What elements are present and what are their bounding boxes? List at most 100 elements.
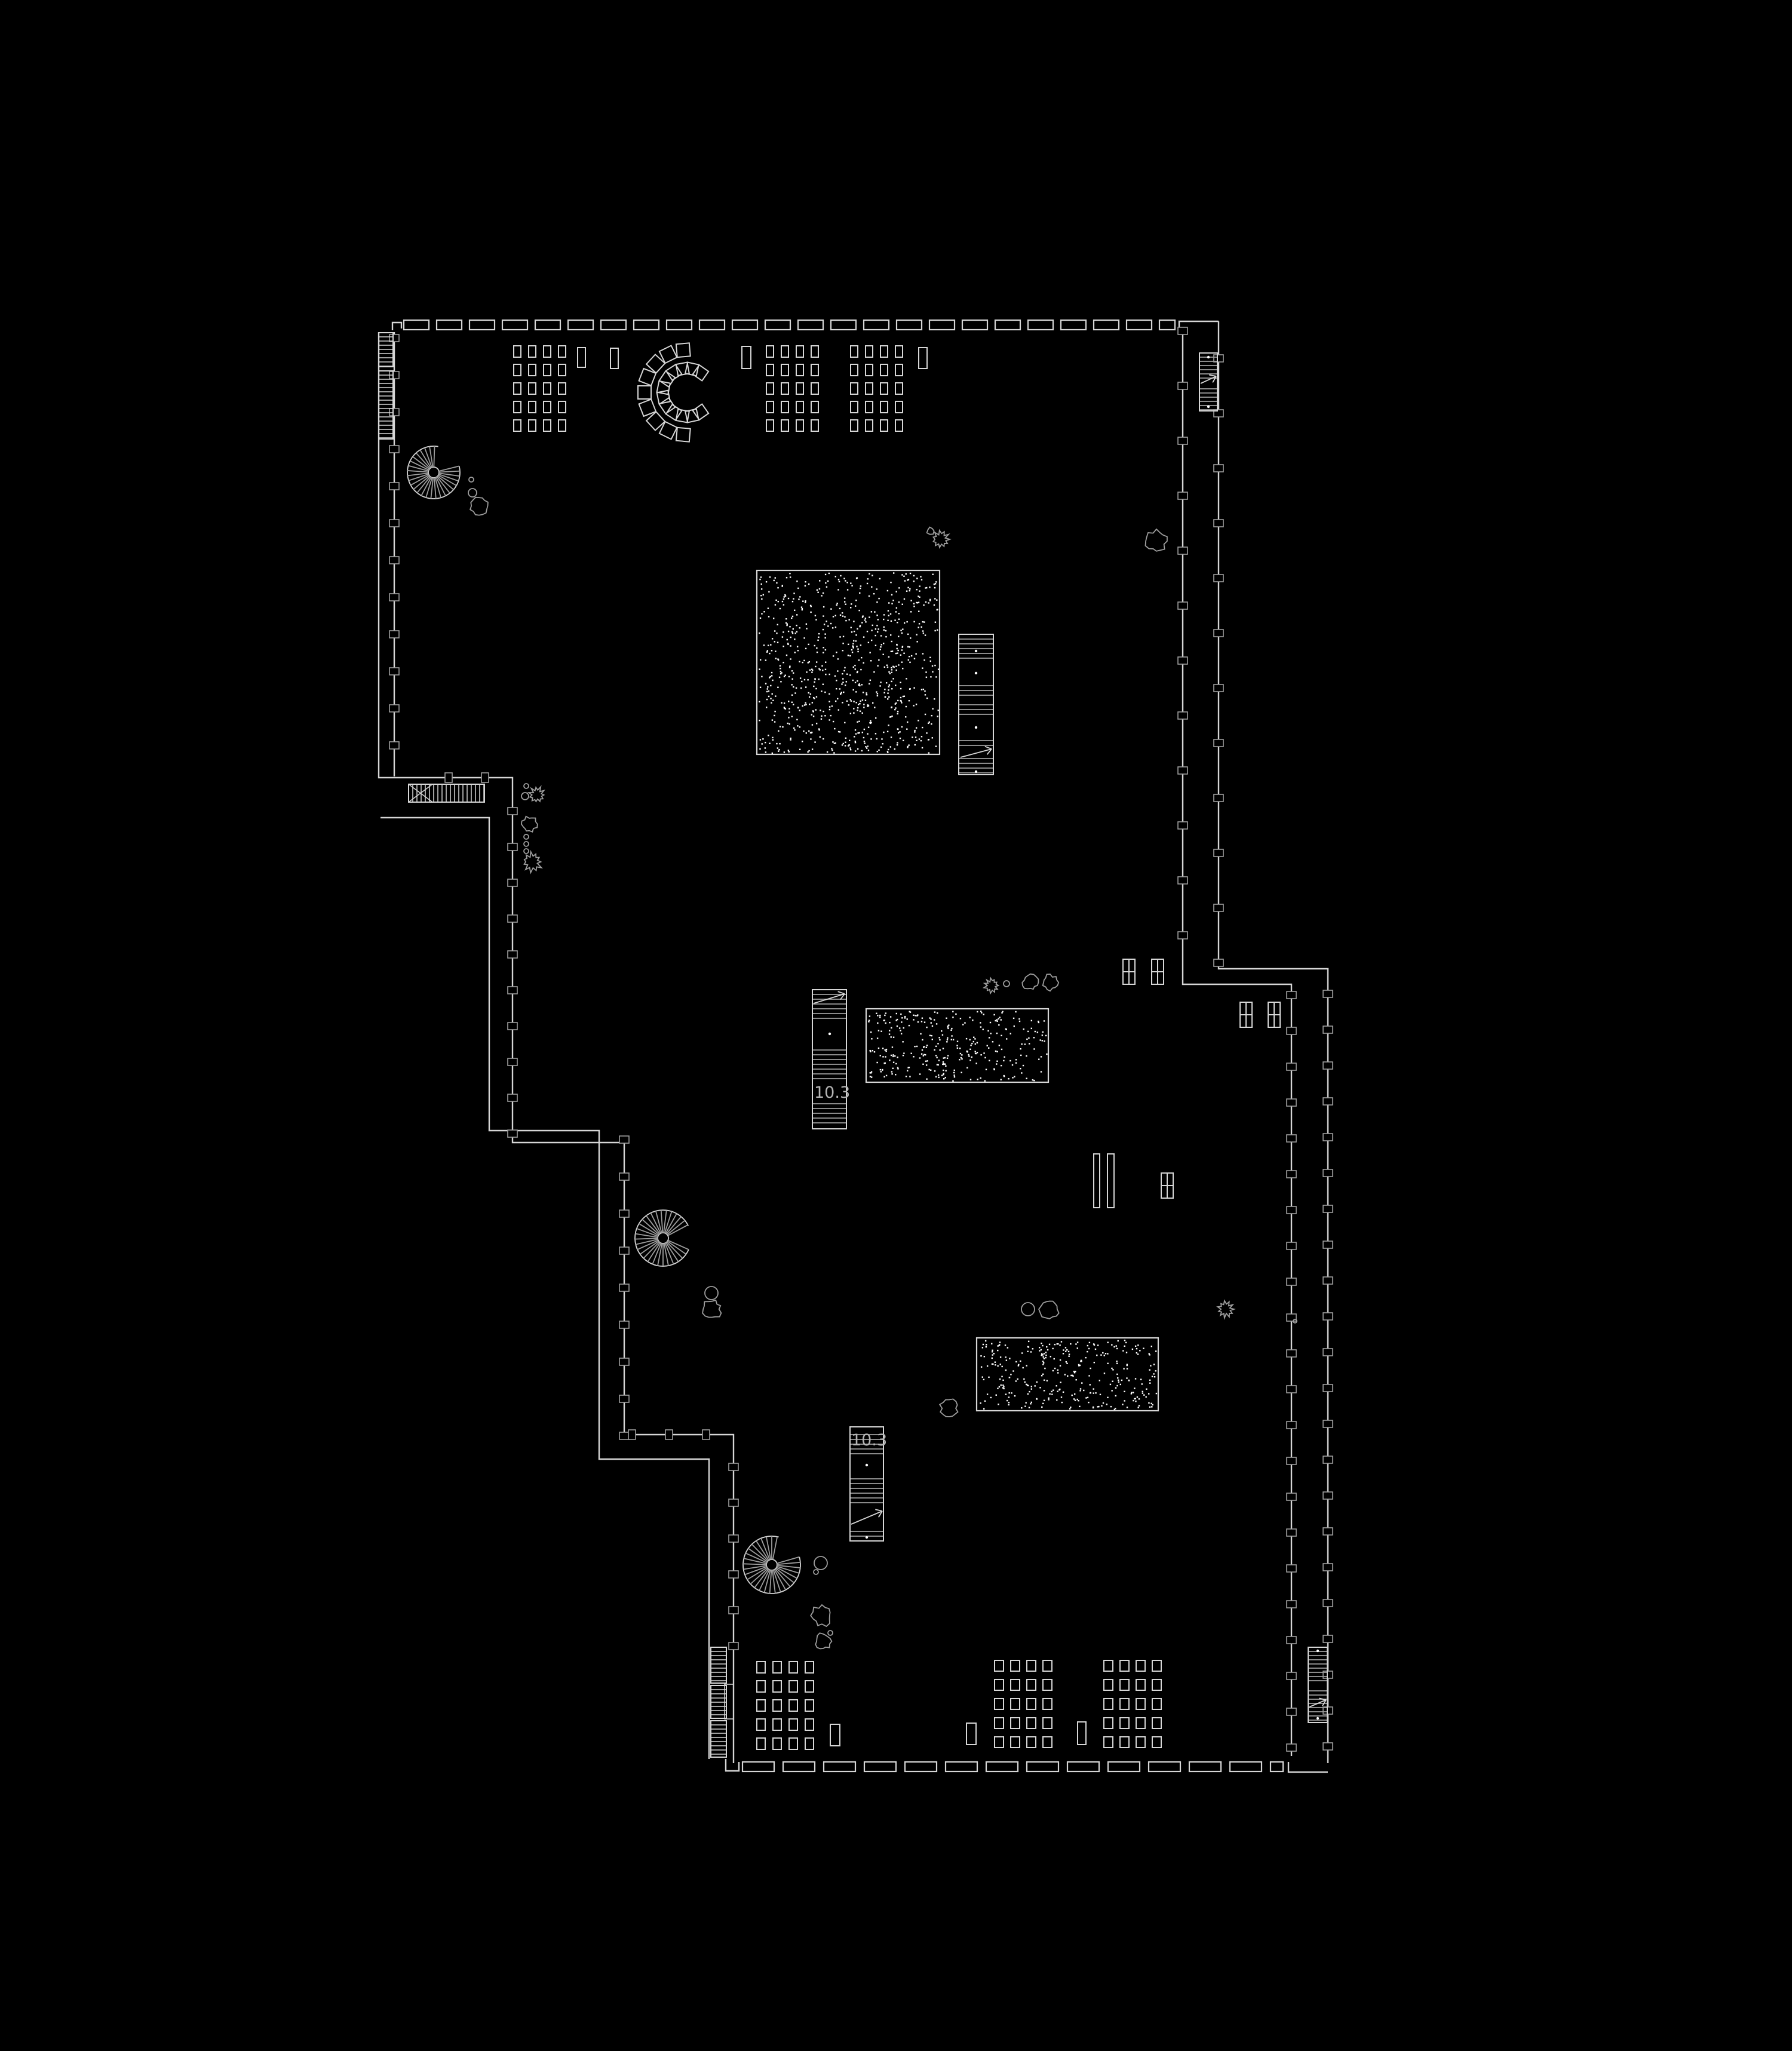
plant-icon [704,1286,719,1300]
partition-panel [1093,1153,1100,1208]
chair [645,411,666,431]
desk [850,382,858,395]
jamb-stub [1213,849,1224,857]
desk [528,382,536,395]
jamb-stub [1286,1385,1297,1393]
plant-icon [470,496,489,516]
desk [1026,1679,1036,1691]
desk [1152,1717,1162,1729]
plant-icon [1042,974,1060,992]
stipple-outline [975,1337,1159,1412]
desk [1042,1679,1053,1691]
desk [1026,1736,1036,1748]
desk [528,345,536,358]
desk [558,419,566,432]
wall-segment [764,319,791,331]
jamb-stub [1322,1276,1333,1285]
plant-icon [932,529,952,549]
desk [895,419,903,432]
desk [766,364,774,376]
wall-segment [633,319,660,331]
spiral-tread [777,1556,800,1564]
spiral-tread [760,1538,771,1560]
jamb-stub [389,556,400,564]
jamb-stub [1213,904,1224,912]
spiral-tread [642,1218,659,1235]
jamb-stub [1322,1026,1333,1034]
desk [513,364,521,376]
jamb-stub [389,630,400,638]
desk [1119,1717,1130,1729]
desk-single [1077,1721,1087,1745]
jamb-stub [1322,1348,1333,1356]
jamb-stub [1286,1349,1297,1358]
desk [1026,1698,1036,1710]
jamb-stub [1322,990,1333,998]
jamb-stub [619,1395,630,1403]
jamb-stub [1322,1563,1333,1571]
desk [788,1661,798,1674]
jamb-stub [389,445,400,453]
desk [1010,1660,1020,1672]
jamb-stub [481,772,489,783]
jamb-stub [389,593,400,601]
jamb-stub [728,1606,739,1614]
desk [796,382,804,395]
jamb-stub [1322,1169,1333,1177]
desk [781,345,789,358]
desk [850,345,858,358]
desk [1010,1679,1020,1691]
desk [756,1661,766,1674]
chair [675,426,691,443]
spiral-tread [743,1565,767,1570]
spiral-tread [652,1243,662,1264]
spiral-tread [650,1212,661,1234]
desk [850,401,858,413]
jamb-stub [619,1321,630,1329]
wall-segment [985,1761,1019,1773]
desk [766,401,774,413]
spiral-tread [660,1210,664,1233]
desk [513,382,521,395]
desk-single [830,1724,840,1746]
jamb-stub [1286,1528,1297,1537]
chair [675,409,690,423]
jamb-stub [389,667,400,676]
stair-dot [828,1032,831,1036]
plant-icon [938,1398,959,1417]
spiral-tread [410,460,429,471]
desk [811,382,819,395]
jamb-stub [1322,1742,1333,1751]
wall-segment [501,319,529,331]
wall-segment [1093,319,1120,331]
jamb-stub [1286,1313,1297,1322]
desk-single [741,346,751,369]
desk [880,401,888,413]
spiral-tread [407,472,429,477]
desk [1042,1717,1053,1729]
plant-icon [521,815,538,833]
spiral-hub [428,466,440,478]
jamb-stub [389,334,400,342]
jamb-stub [389,704,400,713]
plant-icon [813,1569,819,1575]
chair [637,385,652,400]
spiral-tread [665,1213,677,1234]
plant-icon [468,477,474,483]
desk [1152,1736,1162,1748]
jamb-stub [389,741,400,750]
spiral-tread [635,1233,658,1238]
jamb-stub [728,1463,739,1471]
spiral-tread [747,1567,768,1580]
jamb-stub [1322,1241,1333,1249]
desk [788,1737,798,1750]
wall-segment [1188,1761,1222,1773]
spiral-tread [408,465,429,472]
desk [543,345,551,358]
jamb-stub [1177,327,1188,335]
wall-segment [895,319,923,331]
desk [805,1680,814,1693]
spiral-tread [425,477,433,498]
desk [772,1718,782,1731]
